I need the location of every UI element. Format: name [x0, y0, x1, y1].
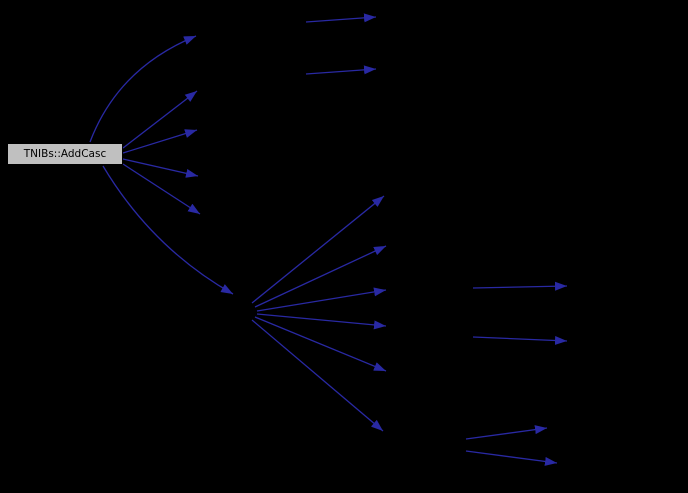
- graph-edge: [256, 313, 387, 330]
- graph-edge: [465, 425, 548, 440]
- graph-edge: [251, 319, 384, 432]
- graph-edge: [122, 158, 199, 178]
- edge-layer: [89, 13, 568, 466]
- graph-edge: [122, 163, 201, 215]
- graph-edge: [256, 287, 387, 312]
- graph-edge: [122, 129, 198, 154]
- graph-edge: [465, 450, 558, 466]
- graph-edge: [472, 281, 568, 291]
- graph-edge: [122, 90, 198, 149]
- graph-node-root[interactable]: TNIBs::AddCasc: [7, 143, 123, 165]
- graph-edge: [305, 65, 377, 75]
- graph-edge: [254, 316, 387, 372]
- graph-edge: [102, 165, 234, 295]
- graph-edge: [472, 335, 568, 345]
- graph-edge: [305, 13, 377, 23]
- graph-edge: [254, 245, 387, 308]
- graph-edge: [89, 35, 197, 143]
- graph-edge: [251, 195, 385, 304]
